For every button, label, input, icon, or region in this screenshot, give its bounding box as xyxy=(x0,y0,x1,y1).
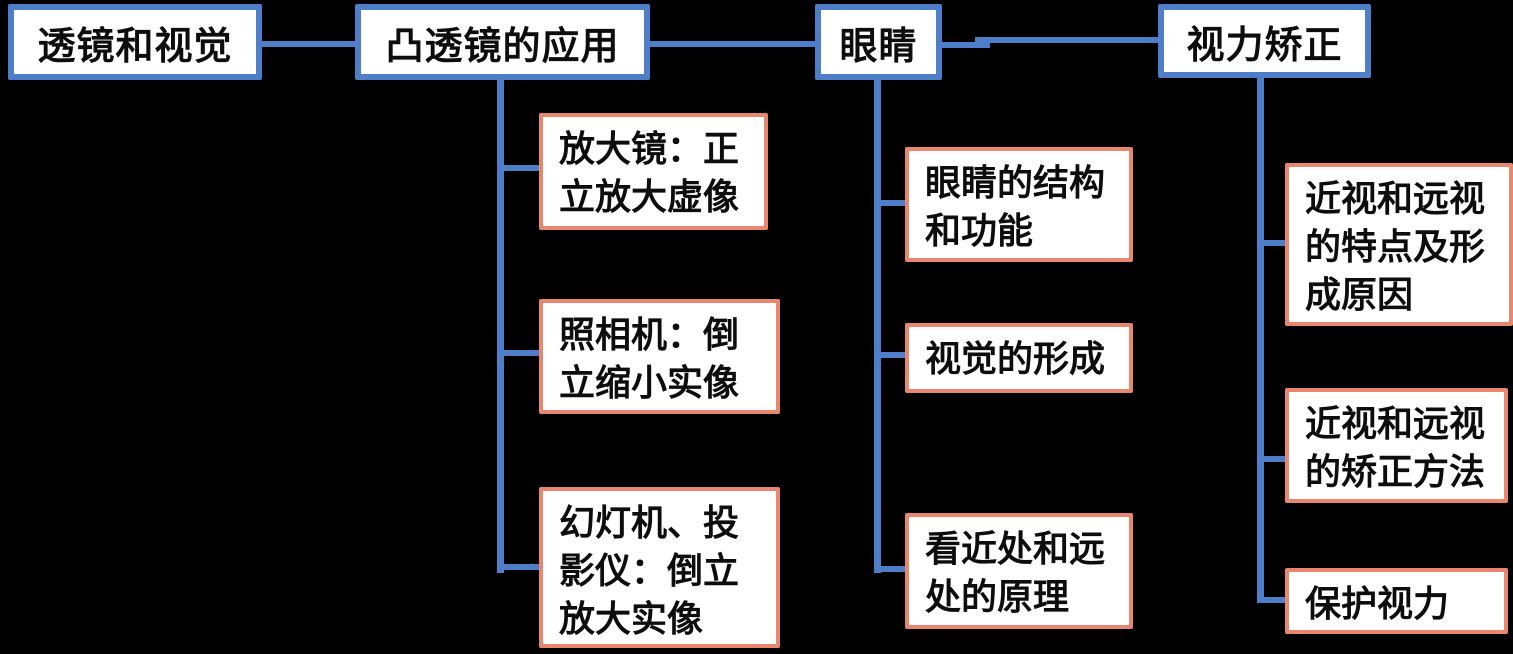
stem-convex-applications xyxy=(497,78,504,573)
connector-eye-to-correction-a xyxy=(940,42,990,48)
node-magnifier-upright-enlarged-virtual-image: 放大镜：正立放大虚像 xyxy=(539,113,768,230)
connector-root-to-convex xyxy=(262,41,359,47)
node-vision-formation: 视觉的形成 xyxy=(905,323,1133,393)
node-vision-correction: 视力矫正 xyxy=(1158,4,1371,78)
node-camera-inverted-reduced-real-image: 照相机：倒立缩小实像 xyxy=(539,299,780,414)
branch-eye-1 xyxy=(874,200,909,206)
branch-eye-3 xyxy=(874,566,909,572)
node-eye: 眼睛 xyxy=(815,4,942,80)
branch-correction-1 xyxy=(1257,240,1289,246)
stem-eye xyxy=(874,78,881,573)
node-near-far-viewing-principle: 看近处和远处的原理 xyxy=(905,513,1133,629)
node-convex-lens-applications: 凸透镜的应用 xyxy=(355,4,650,80)
node-projector-inverted-enlarged-real-image: 幻灯机、投影仪：倒立放大实像 xyxy=(539,487,780,648)
branch-convex-2 xyxy=(497,350,543,356)
node-lens-and-vision: 透镜和视觉 xyxy=(8,4,262,80)
connector-convex-to-eye xyxy=(648,41,815,47)
branch-correction-2 xyxy=(1257,456,1289,462)
branch-correction-3 xyxy=(1257,597,1289,603)
stem-vision-correction xyxy=(1257,76,1264,603)
node-myopia-hyperopia-traits-causes: 近视和远视的特点及形成原因 xyxy=(1285,163,1513,326)
node-eye-structure-and-function: 眼睛的结构和功能 xyxy=(905,147,1133,262)
branch-convex-1 xyxy=(497,165,543,171)
connector-eye-to-correction-b xyxy=(975,37,1160,43)
node-protect-eyesight: 保护视力 xyxy=(1285,568,1508,634)
branch-convex-3 xyxy=(497,564,543,570)
node-myopia-hyperopia-correction-methods: 近视和远视的矫正方法 xyxy=(1285,388,1508,503)
branch-eye-2 xyxy=(874,352,909,358)
